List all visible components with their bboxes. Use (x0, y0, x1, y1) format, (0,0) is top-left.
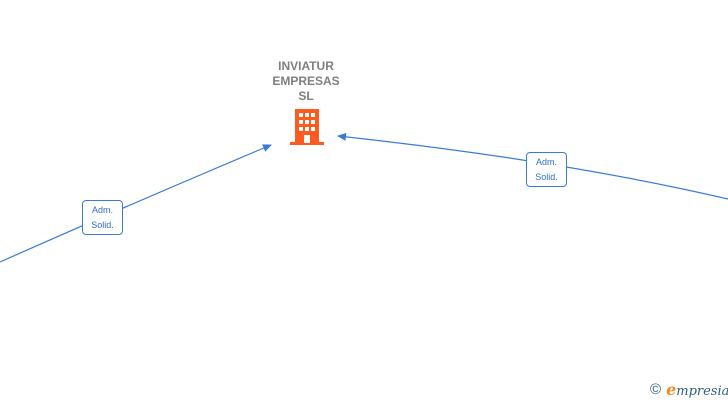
relation-label-left[interactable]: Adm. Solid. (82, 200, 123, 235)
building-icon[interactable] (290, 109, 324, 145)
relation-label-line: Adm. (91, 205, 113, 215)
relation-label-right[interactable]: Adm. Solid. (526, 152, 567, 187)
relation-edge-left[interactable] (0, 144, 272, 263)
copyright-icon: © (650, 380, 662, 398)
company-name-line: EMPRESAS (272, 74, 340, 88)
company-name[interactable]: INVIATUR EMPRESAS SL (244, 59, 368, 104)
company-name-line: INVIATUR (278, 59, 334, 73)
empresia-logo: empresia (666, 380, 728, 399)
company-name-line: SL (298, 89, 314, 103)
brand-rest: mpresia (676, 383, 728, 399)
relation-label-line: Solid. (91, 220, 114, 230)
relation-label-line: Adm. (535, 157, 557, 167)
empresia-watermark: © empresia (650, 379, 728, 399)
relation-label-line: Solid. (535, 172, 558, 182)
brand-initial: e (666, 379, 677, 399)
